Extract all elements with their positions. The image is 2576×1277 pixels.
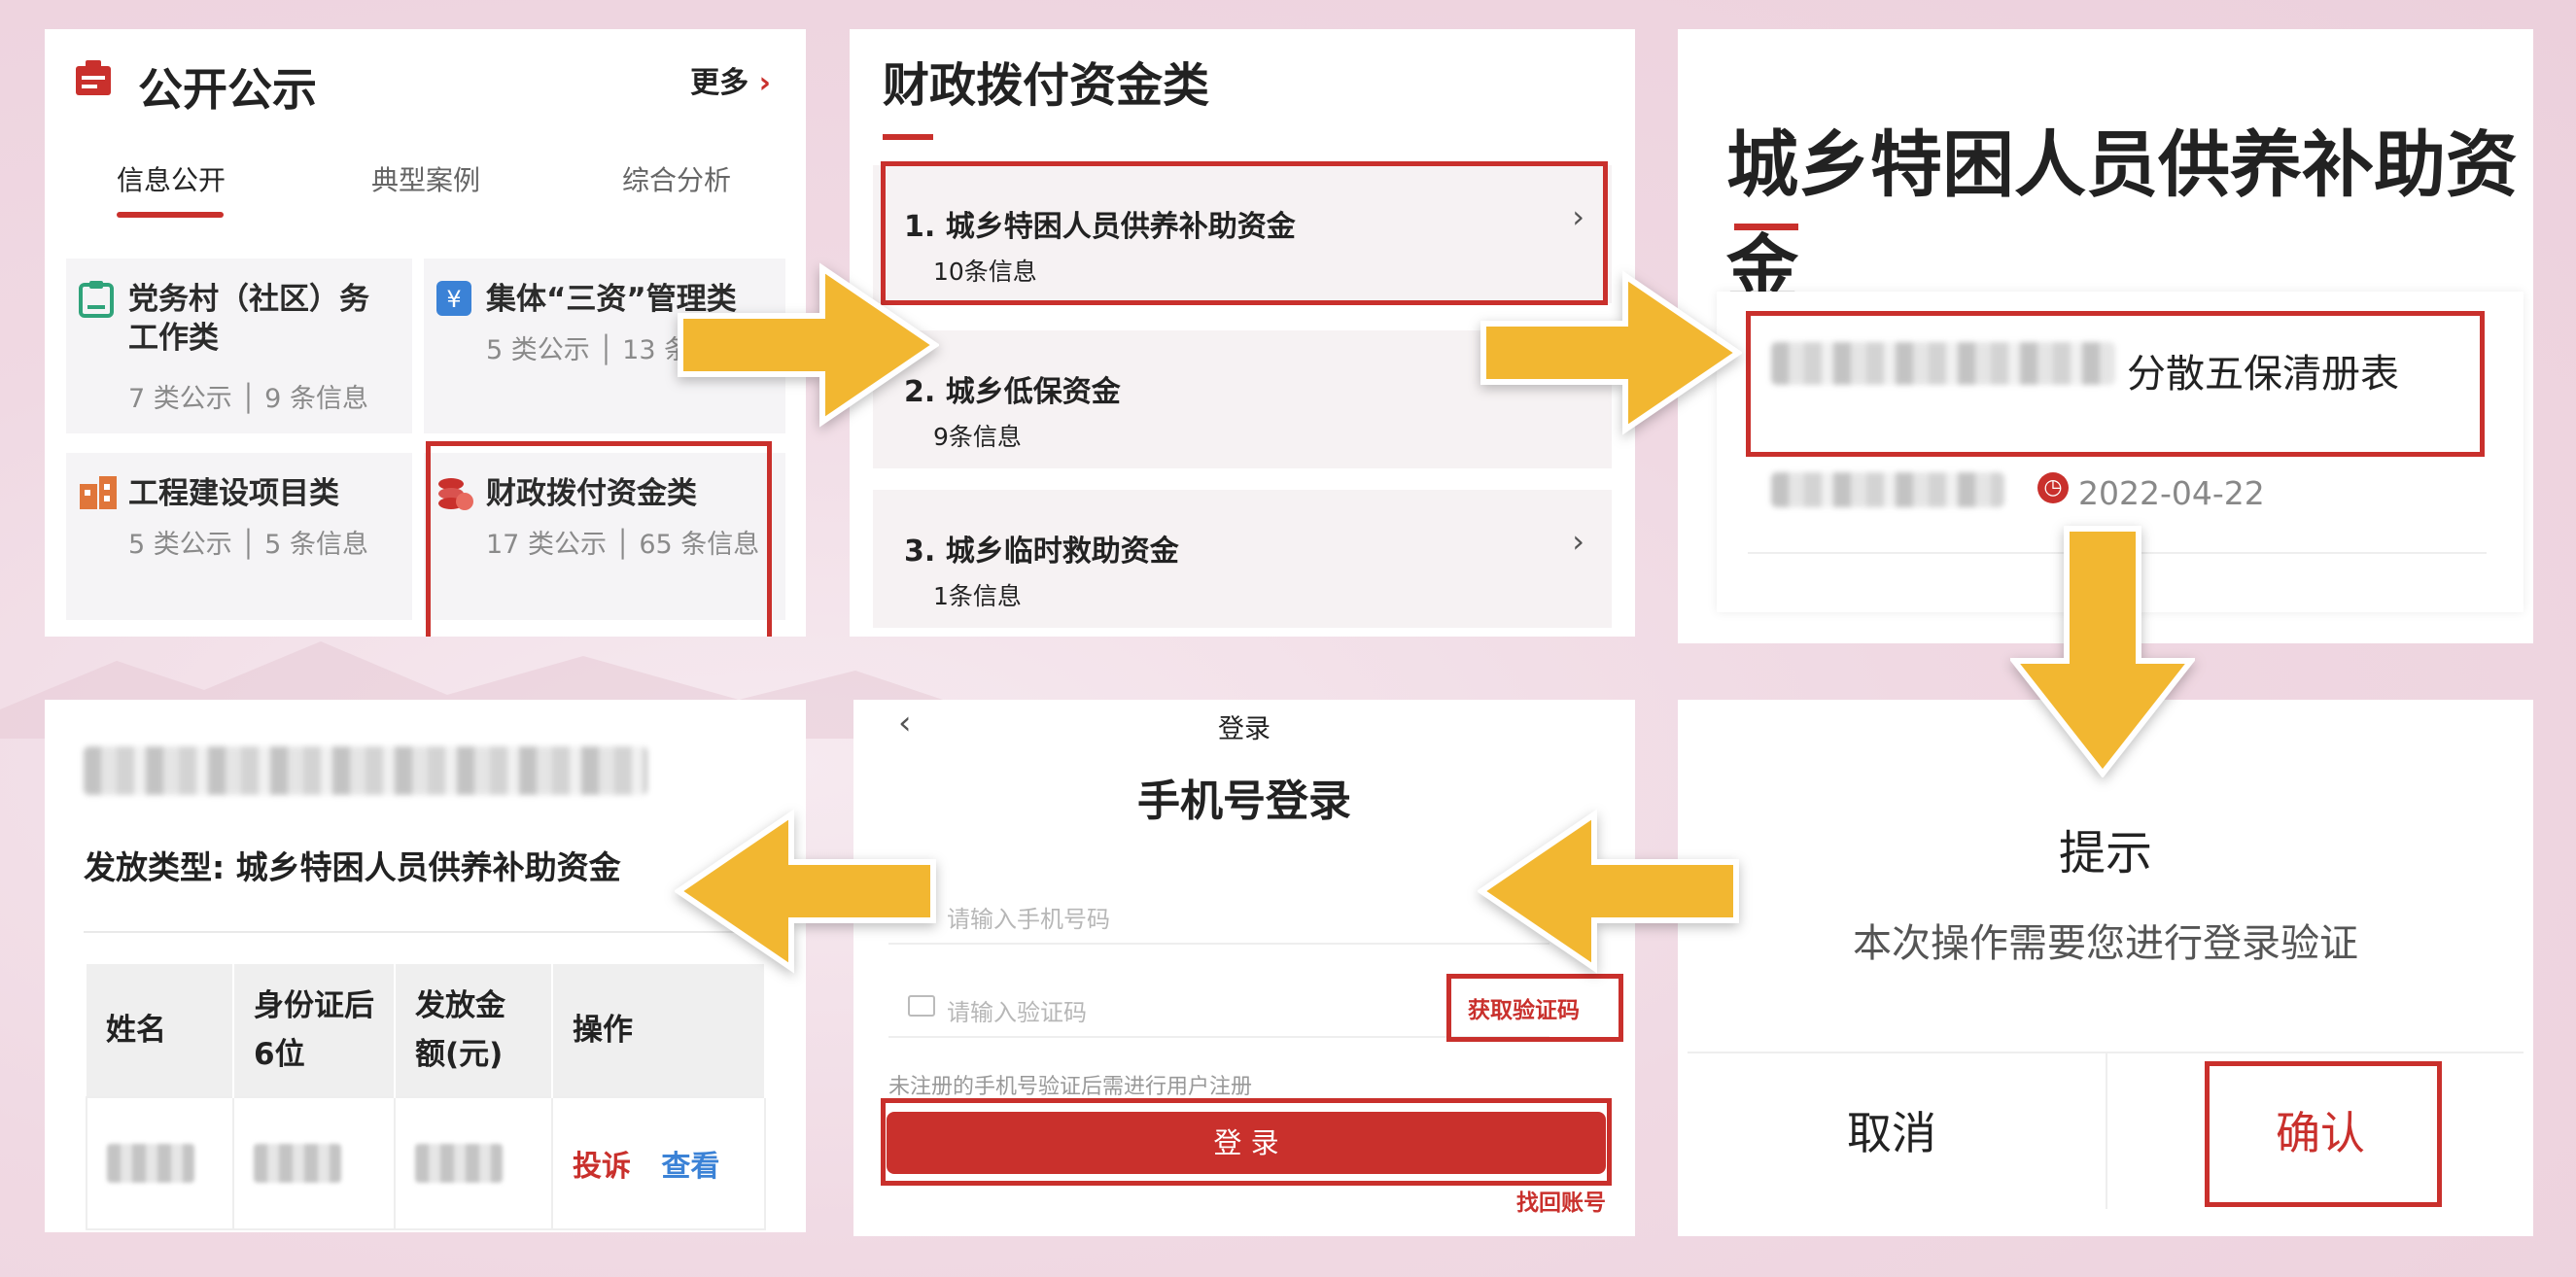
recover-account-link[interactable]: 找回账号 — [1516, 1191, 1606, 1216]
clock-icon: ◷ — [2037, 472, 2069, 503]
divider — [84, 931, 764, 933]
code-input[interactable]: 请输入验证码 — [947, 999, 1087, 1026]
highlight-box — [1746, 311, 2485, 457]
more-link[interactable]: 更多 › — [690, 66, 771, 100]
card-stats: 17 类公示 │ 65 条信息 — [486, 530, 760, 560]
highlight-box — [426, 441, 772, 637]
arrow-left-icon — [1478, 809, 1739, 974]
public-notice-panel: 公开公示 更多 › 信息公开 典型案例 综合分析 党务村（社区）务工作类 7 类… — [45, 29, 806, 637]
divider — [2106, 1053, 2107, 1209]
register-note: 未注册的手机号验证后需进行用户注册 — [888, 1075, 1253, 1099]
redacted-text — [1771, 472, 2004, 507]
record-date: 2022-04-22 — [2078, 474, 2265, 512]
view-link[interactable]: 查看 — [661, 1150, 720, 1184]
divider — [888, 943, 1549, 945]
col-header-amount: 发放金额(元) — [395, 964, 553, 1097]
login-title: 手机号登录 — [1137, 777, 1351, 826]
col-header-action: 操作 — [552, 964, 766, 1097]
phone-input[interactable]: 请输入手机号码 — [947, 906, 1110, 933]
category-card-construction[interactable]: 工程建设项目类 5 类公示 │ 5 条信息 — [66, 453, 412, 620]
keyboard-icon — [908, 995, 935, 1017]
card-title: 财政拨付资金类 — [486, 476, 697, 511]
tab-analysis[interactable]: 综合分析 — [622, 164, 732, 196]
highlight-box — [881, 1098, 1612, 1186]
notice-board-icon — [76, 60, 111, 95]
col-header-name: 姓名 — [87, 964, 234, 1097]
col-header-id: 身份证后6位 — [233, 964, 396, 1097]
arrow-left-icon — [675, 809, 936, 974]
page-title: 财政拨付资金类 — [883, 58, 1210, 113]
divider — [1688, 1052, 2524, 1053]
active-tab-indicator — [117, 212, 224, 218]
title-underline — [883, 134, 933, 140]
page-title: 城乡特困人员供养补助资金 — [1726, 123, 2518, 311]
highlight-box — [2205, 1061, 2442, 1207]
highlight-box — [1446, 974, 1623, 1042]
redacted-text — [84, 746, 647, 795]
redacted-cell — [107, 1144, 194, 1183]
cancel-button[interactable]: 取消 — [1847, 1107, 1936, 1159]
list-item[interactable]: 1. 城乡特困人员供养补助资金 10条信息 › — [873, 165, 1612, 303]
card-title: 工程建设项目类 — [128, 476, 339, 511]
redacted-cell — [415, 1144, 503, 1183]
title-underline — [1734, 224, 1798, 230]
arrow-right-icon — [1480, 270, 1742, 435]
redacted-cell — [254, 1144, 341, 1183]
distribution-list-panel: 发放类型: 城乡特困人员供养补助资金 姓名 身份证后6位 发放金额(元) 操作 … — [45, 700, 806, 1232]
fiscal-funds-panel: 财政拨付资金类 1. 城乡特困人员供养补助资金 10条信息 › 2. 城乡低保资… — [850, 29, 1635, 637]
category-card-fiscal-funds[interactable]: 财政拨付资金类 17 类公示 │ 65 条信息 — [424, 453, 785, 620]
card-stats: 7 类公示 │ 9 条信息 — [128, 384, 368, 414]
confirm-button[interactable]: 确认 — [2276, 1107, 2365, 1159]
item-count: 9条信息 — [933, 423, 1022, 451]
category-card-party-village[interactable]: 党务村（社区）务工作类 7 类公示 │ 9 条信息 — [66, 259, 412, 433]
dialog-message: 本次操作需要您进行登录验证 — [1853, 921, 2358, 966]
tab-typical-cases[interactable]: 典型案例 — [371, 164, 481, 196]
complain-link[interactable]: 投诉 — [573, 1150, 631, 1184]
divider — [888, 1036, 1549, 1038]
highlight-box — [881, 161, 1608, 305]
item-count: 1条信息 — [933, 582, 1022, 610]
coins-icon — [438, 478, 473, 510]
card-title: 集体“三资”管理类 — [486, 282, 737, 317]
get-code-button[interactable]: 获取验证码 — [1468, 998, 1580, 1023]
item-label: 1. 城乡特困人员供养补助资金 — [904, 210, 1296, 244]
login-button[interactable]: 登 录 — [887, 1112, 1606, 1174]
list-item[interactable]: 2. 城乡低保资金 9条信息 — [873, 330, 1612, 468]
card-title: 党务村（社区）务工作类 — [128, 282, 369, 356]
card-stats: 5 类公示 │ 13 条 — [486, 335, 691, 365]
item-count: 10条信息 — [933, 258, 1037, 286]
chevron-right-icon: › — [1572, 198, 1584, 235]
svg-text:¥: ¥ — [446, 286, 461, 313]
dialog-title: 提示 — [2058, 826, 2152, 880]
tab-info-public[interactable]: 信息公开 — [117, 164, 226, 196]
phone-login-panel: ‹ 登录 手机号登录 请输入手机号码 请输入验证码 获取验证码 未注册的手机号验… — [853, 700, 1635, 1236]
list-item[interactable]: 3. 城乡临时救助资金 1条信息 › — [873, 490, 1612, 628]
distribution-table: 姓名 身份证后6位 发放金额(元) 操作 投诉 查看 — [86, 964, 766, 1230]
back-chevron-icon[interactable]: ‹ — [898, 704, 912, 742]
card-stats: 5 类公示 │ 5 条信息 — [128, 530, 368, 560]
table-row: 投诉 查看 — [86, 1096, 766, 1230]
redacted-text — [1771, 342, 2115, 385]
clipboard-icon — [79, 281, 114, 318]
item-label: 3. 城乡临时救助资金 — [904, 535, 1179, 569]
chevron-right-icon: › — [758, 66, 771, 100]
building-icon — [80, 476, 117, 509]
chevron-right-icon: › — [1572, 523, 1584, 560]
arrow-down-icon — [2010, 526, 2195, 777]
login-prompt-dialog: 提示 本次操作需要您进行登录验证 取消 确认 — [1678, 700, 2533, 1236]
arrow-right-icon — [678, 262, 939, 428]
record-title: 分散五保清册表 — [2127, 352, 2399, 397]
header-title: 登录 — [1218, 714, 1271, 744]
page-title: 公开公示 — [138, 63, 317, 116]
item-label: 2. 城乡低保资金 — [904, 375, 1121, 409]
yuan-icon: ¥ — [436, 281, 471, 316]
distribution-type: 发放类型: 城乡特困人员供养补助资金 — [84, 848, 621, 886]
